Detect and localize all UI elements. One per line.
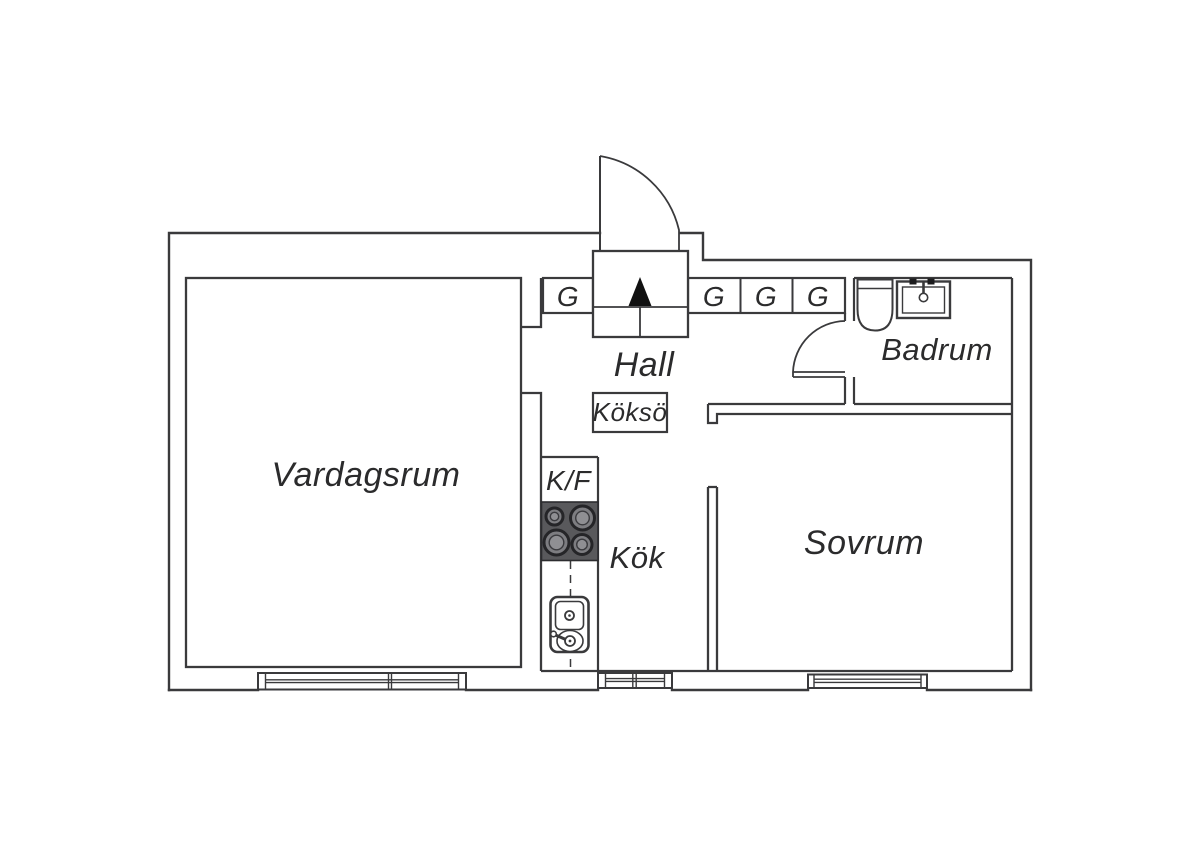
kitchen-sink bbox=[549, 595, 590, 654]
hall-label: Hall bbox=[614, 346, 676, 384]
kitchen-island-label: Köksö bbox=[593, 397, 668, 427]
bathroom-outline bbox=[854, 276, 1014, 671]
entrance-arrow-icon bbox=[628, 277, 652, 306]
kitchen-counter-outline bbox=[541, 455, 600, 671]
stove-burners bbox=[542, 504, 596, 557]
entrance-vestibule-dividers bbox=[593, 306, 688, 337]
faucet-handle-icon bbox=[927, 278, 935, 285]
living-room-label: Vardagsrum bbox=[272, 456, 461, 494]
window-living-room bbox=[257, 672, 467, 691]
living-room-outline bbox=[184, 276, 523, 669]
entrance-door bbox=[599, 155, 680, 251]
kitchen-label: Kök bbox=[610, 540, 666, 575]
bathroom-door-arc bbox=[792, 320, 846, 373]
kitchen-counter bbox=[540, 455, 600, 671]
wardrobe-label-3: G bbox=[755, 281, 777, 312]
bathroom-wall bbox=[843, 278, 856, 404]
fridge-freezer-label: K/F bbox=[546, 465, 592, 496]
wall-living-kitchen bbox=[521, 391, 543, 671]
bathroom-label: Badrum bbox=[881, 332, 993, 367]
window-kitchen bbox=[597, 672, 673, 689]
toilet bbox=[856, 278, 894, 332]
kitchen-island bbox=[591, 391, 669, 434]
wardrobe-label-2: G bbox=[703, 281, 725, 312]
bedroom-top-wall bbox=[706, 402, 1012, 425]
entrance-vestibule bbox=[591, 249, 690, 339]
bathroom-sink bbox=[895, 278, 952, 320]
bathroom-door bbox=[792, 320, 846, 378]
window-bedroom bbox=[807, 673, 928, 689]
outer-wall-outline bbox=[167, 231, 1033, 692]
bedroom-label: Sovrum bbox=[804, 524, 924, 562]
faucet-handle-icon bbox=[909, 278, 917, 285]
wardrobe-dividers bbox=[739, 278, 794, 313]
wardrobe-left bbox=[541, 276, 595, 315]
entrance-door-arc bbox=[599, 155, 680, 251]
bathroom-door-leaf bbox=[792, 371, 845, 378]
bedroom-outline bbox=[541, 485, 1012, 673]
wardrobe-label-1: G bbox=[557, 281, 579, 312]
wardrobe-row-right bbox=[686, 276, 847, 315]
wardrobe-label-4: G bbox=[807, 281, 829, 312]
wall-stub-living-hall bbox=[521, 278, 543, 329]
